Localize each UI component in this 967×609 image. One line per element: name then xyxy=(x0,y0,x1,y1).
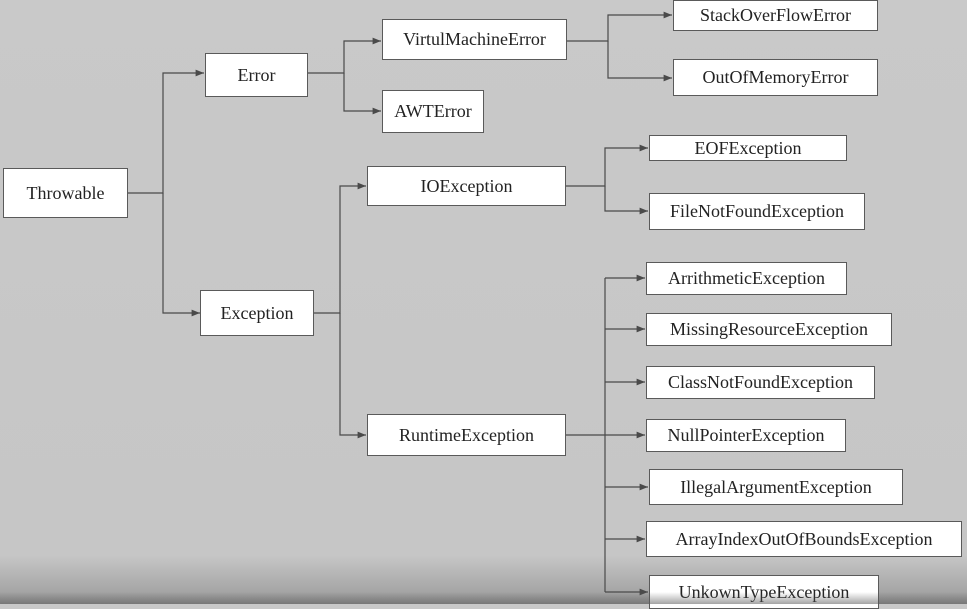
node-class-not-found-exception: ClassNotFoundException xyxy=(646,366,875,399)
node-stack-overflow-error: StackOverFlowError xyxy=(673,0,878,31)
node-error: Error xyxy=(205,53,308,97)
edge-throwable-exception xyxy=(162,193,200,317)
edge-exception-io xyxy=(314,182,366,314)
node-exception: Exception xyxy=(200,290,314,336)
node-null-pointer-exception: NullPointerException xyxy=(646,419,846,452)
node-file-not-found-exception: FileNotFoundException xyxy=(649,193,865,230)
bottom-shadow xyxy=(0,592,967,604)
node-eof-exception: EOFException xyxy=(649,135,847,161)
node-throwable: Throwable xyxy=(3,168,128,218)
edge-exception-runtime xyxy=(339,313,366,439)
edge-vme-outofmemory xyxy=(607,41,672,82)
node-virtual-machine-error: VirtulMachineError xyxy=(382,19,567,60)
edge-throwable-error xyxy=(128,69,204,194)
node-runtime-exception: RuntimeException xyxy=(367,414,566,456)
node-out-of-memory-error: OutOfMemoryError xyxy=(673,59,878,96)
edge-vme-stackoverflow xyxy=(567,11,672,42)
edge-io-eof xyxy=(566,144,648,187)
node-arithmetic-exception: ArrithmeticException xyxy=(646,262,847,295)
edge-io-filenotfound xyxy=(604,186,648,215)
node-io-exception: IOException xyxy=(367,166,566,206)
edge-error-vme xyxy=(308,37,381,74)
node-array-index-out-of-bounds-exception: ArrayIndexOutOfBoundsException xyxy=(646,521,962,557)
edge-error-awt xyxy=(343,73,381,115)
node-illegal-argument-exception: IllegalArgumentException xyxy=(649,469,903,505)
node-missing-resource-exception: MissingResourceException xyxy=(646,313,892,346)
node-awt-error: AWTError xyxy=(382,90,484,133)
